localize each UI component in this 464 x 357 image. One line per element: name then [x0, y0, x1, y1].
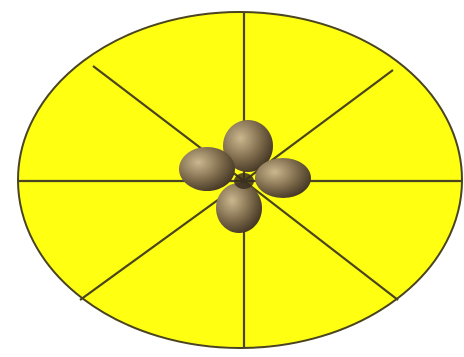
seed-right	[255, 158, 311, 198]
seed-bottom	[216, 183, 262, 233]
seed-left	[179, 147, 235, 191]
seed-center-shadow	[234, 173, 254, 189]
